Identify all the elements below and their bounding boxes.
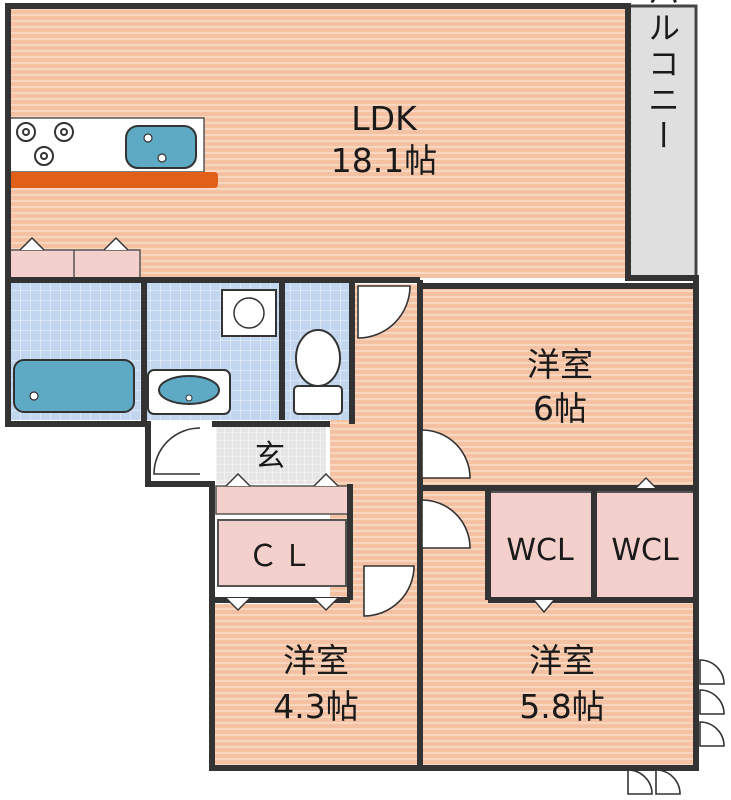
ldk-size: 18.1帖 <box>331 141 437 180</box>
bedroom-4-3-label: 洋室 <box>283 641 349 680</box>
door-swing-icon <box>153 285 725 795</box>
washbasin-icon <box>147 369 231 415</box>
wcl-2-area <box>595 491 695 599</box>
balcony-label: バルコニー <box>643 0 681 155</box>
bedroom-4-3-size: 4.3帖 <box>273 687 358 726</box>
genkan-label: 玄 <box>255 439 285 474</box>
stove-icon <box>16 122 74 166</box>
wcl-2-label: WCL <box>611 533 679 568</box>
bedroom-6-size: 6帖 <box>533 389 587 428</box>
shoe-closet <box>215 485 349 515</box>
balcony: バルコニー <box>626 0 698 280</box>
ldk-label: LDK <box>351 99 418 138</box>
kitchen <box>7 117 218 279</box>
genkan <box>216 424 326 484</box>
sink-icon <box>125 125 197 169</box>
bedroom-5-8-label: 洋室 <box>529 641 595 680</box>
wcl-1-label: WCL <box>506 533 574 568</box>
bedroom-6-label: 洋室 <box>527 345 593 384</box>
washing-machine-icon <box>221 289 277 337</box>
closet-door-markers <box>225 473 657 614</box>
bathtub-icon <box>13 359 135 413</box>
wcl-1-area <box>489 491 593 599</box>
closet-label: ＣＬ <box>248 539 316 574</box>
bedroom-6 <box>422 284 696 488</box>
bedroom-5-8-size: 5.8帖 <box>519 687 604 726</box>
bedroom-4-3 <box>212 604 418 768</box>
closet-cl <box>217 519 347 587</box>
toilet-icon <box>293 329 343 415</box>
